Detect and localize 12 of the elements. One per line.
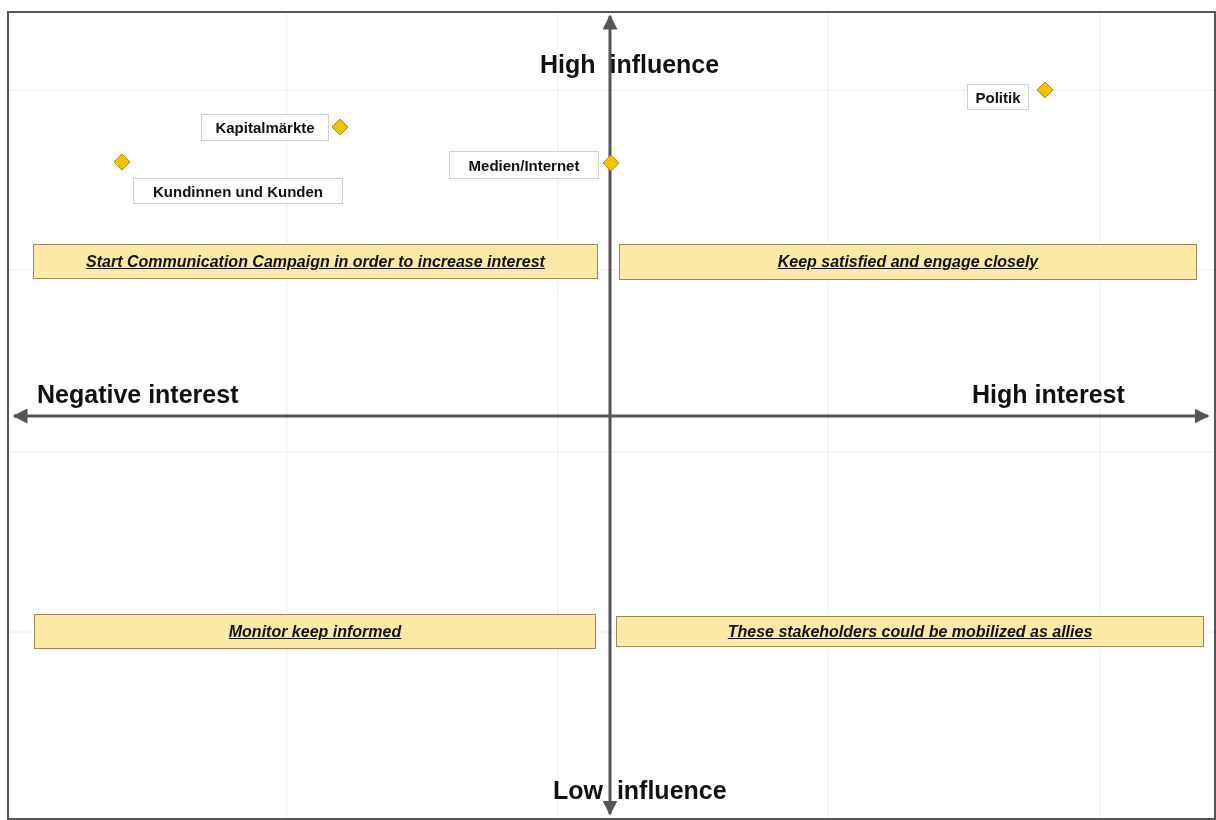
stakeholder-label: Kapitalmärkte	[201, 114, 329, 141]
strategy-box: Monitor keep informed	[34, 614, 596, 649]
axis-label: High influence	[540, 50, 720, 79]
stakeholder-label: Politik	[967, 84, 1029, 110]
strategy-box: These stakeholders could be mobilized as allies	[616, 616, 1204, 647]
strategy-box: Start Communication Campaign in order to increase interest	[33, 244, 598, 279]
axis-label: Low influence	[553, 776, 727, 805]
stakeholder-label: Medien/Internet	[449, 151, 599, 179]
axis-label: Negative interest	[37, 380, 239, 409]
strategy-box: Keep satisfied and engage closely	[619, 244, 1197, 280]
stakeholder-label: Kundinnen und Kunden	[133, 178, 343, 204]
axis-label: High interest	[972, 380, 1125, 409]
